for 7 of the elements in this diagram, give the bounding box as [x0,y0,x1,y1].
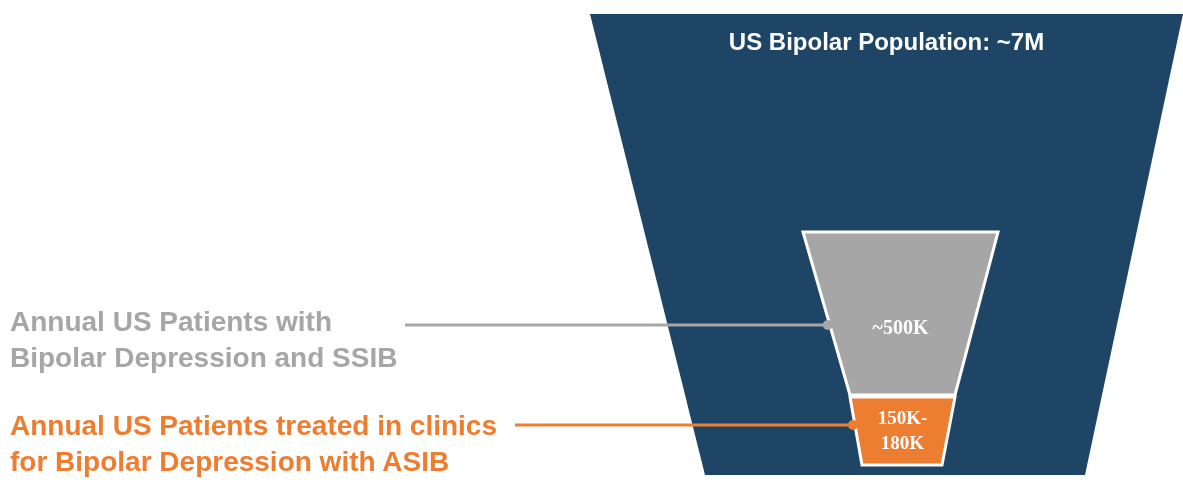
population-label: ~500K [871,315,930,340]
patient-group-label: Annual US Patients with Bipolar Depression and SSIB [10,305,399,376]
population-label: US Bipolar Population: ~7M [727,27,1046,57]
leader-line [405,320,833,330]
patient-group-label: Annual US Patients treated in clinics for Bipolar Depression with ASIB [10,409,498,480]
population-label: 150K- 180K [876,406,929,455]
leader-line [515,420,858,430]
